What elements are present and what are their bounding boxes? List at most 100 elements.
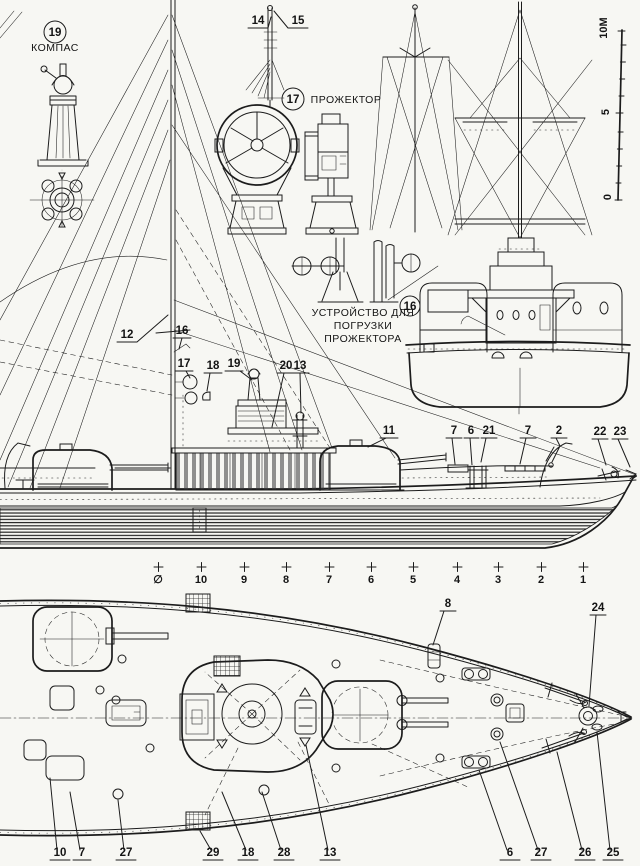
lamp-body [317,113,349,179]
bow-hatch-8 [427,643,441,669]
anchor-top [544,682,587,709]
stern-davit [4,442,31,489]
aft-bollards [15,479,35,490]
deck-fitting [258,784,270,796]
binnacle-base-and-column [37,104,89,167]
tower-porthole [496,310,504,320]
hull-bottom [0,475,637,549]
yoke-arms [222,167,292,196]
tower-door [539,304,551,331]
bridge-wings [467,289,575,313]
hull-section [408,352,630,408]
masthead-bands [263,31,278,49]
compass-platform-center [191,709,203,725]
plating-seams [0,497,601,500]
deck-fitting [112,788,124,800]
deck-fitting [117,654,127,664]
rigging-detail-mainmast [369,4,463,233]
turret-ring-inner [238,700,266,728]
hawse-bottom [591,723,603,731]
callout-b18: 18 [242,847,255,859]
legend-masthead-detail: 14 15 [245,5,309,107]
callout-7a-leader [445,437,463,465]
callout-21: 21 [483,425,496,437]
top-view-lobe [41,179,55,193]
pedestal-plan [294,687,317,747]
bollard-plate-top [461,667,491,681]
callout-12: 12 [121,329,134,341]
forward-turret-plan [321,680,449,750]
compass-label: КОМПАС [31,42,79,54]
compass-binnacle-top-view [29,169,95,228]
superstructure-outline [181,659,334,773]
vent-cleats [216,683,228,749]
callout-b7-leader [69,791,92,861]
searchlight-davit [460,315,506,336]
pedestal-panels [241,206,273,220]
bow-hatch-8-lines [427,651,441,661]
tower-tier-2 [497,251,545,267]
capstan-plan [578,706,598,726]
callout-20: 20 [280,360,293,372]
charthouse-skylight-plan [213,655,241,677]
detail-shrouds [369,11,463,231]
scale-bar: 0 5 10М [598,17,627,201]
station-1: 1 [580,574,586,586]
callout-22-leader [591,438,609,466]
binnacle-cap-bands [49,95,77,106]
callout-2-leader [550,437,568,447]
callout-12-leader [116,314,169,343]
masthead-pole [267,7,273,107]
bulwark-inner-bottom [0,718,628,832]
callout-7b: 7 [525,425,531,437]
cowl-vent [202,391,211,401]
forward-turret-axes [333,688,389,742]
compass-number: 19 [49,27,62,39]
station-midship: ∅ [153,574,163,586]
callout-16-leader [172,337,192,350]
callout-11: 11 [383,425,396,437]
skylight-grating-top [185,593,211,613]
stem-chock [625,469,637,480]
bollard-plate-bottom [461,755,491,769]
hawse-top [592,705,604,713]
tower-tier-4 [485,297,557,344]
compass-tube-and-finial [40,63,67,79]
anchor-crown [582,700,588,706]
callout-b29: 29 [207,847,220,859]
antenna-arc [0,255,168,303]
callout-24: 24 [592,602,605,614]
callout-b25: 25 [607,847,620,859]
sponson-porthole [572,301,582,315]
tower-tier-3 [489,265,553,291]
station-2: 2 [538,574,544,586]
shrouds-port [0,14,171,489]
platform-deck [171,447,337,454]
station-4: 4 [454,574,461,586]
callout-b18-leader [221,791,259,861]
midship-deckhouse [171,343,337,491]
station-3: 3 [495,574,501,586]
pedestal [227,194,287,235]
callout-b26: 26 [579,847,592,859]
stations-row: ∅ 10 9 8 7 6 5 4 3 2 1 [153,562,589,586]
deckhouse-walls [175,452,331,491]
station-7: 7 [326,574,332,586]
callout-14-leader [247,16,272,29]
forward-turret [315,439,447,491]
callout-b10: 10 [54,847,67,859]
pedestal-bolt [329,228,335,234]
callout-13-leader [290,372,310,414]
deck-locker-strip [504,465,546,472]
corner-rigging-lines [0,10,23,39]
device-caption-2: ПОГРУЗКИ [334,320,393,332]
scale-line [617,29,623,201]
callout-7a: 7 [451,425,457,437]
compass-platform-plan [179,693,215,741]
deckhouse-panels [199,452,296,491]
callout-11-leader [367,437,399,448]
searchlight-side-view [304,113,359,235]
drum-outer [216,104,298,186]
deck-fitting [111,695,121,705]
